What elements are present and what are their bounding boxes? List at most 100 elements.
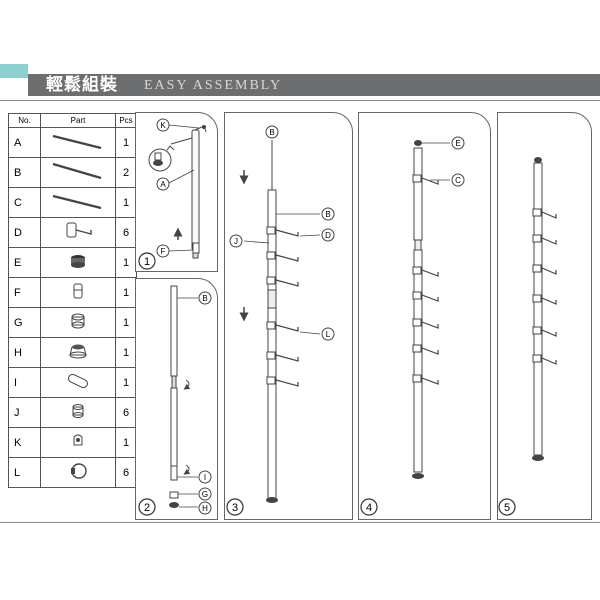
svg-text:B: B bbox=[325, 210, 330, 219]
hook-collar bbox=[412, 266, 422, 275]
hook-arms-group bbox=[266, 226, 299, 387]
hook-arm-icon bbox=[40, 217, 116, 248]
svg-text:B: B bbox=[269, 128, 274, 137]
hook-arm bbox=[275, 254, 299, 262]
callout-d: D bbox=[321, 228, 335, 242]
svg-text:H: H bbox=[202, 504, 208, 513]
svg-text:1: 1 bbox=[144, 256, 150, 268]
hook-arms-group bbox=[532, 208, 557, 365]
svg-text:L: L bbox=[326, 330, 331, 339]
step-5-panel bbox=[497, 112, 592, 520]
callout-b: B bbox=[321, 207, 335, 221]
hook-collar bbox=[266, 276, 276, 285]
hook-arm bbox=[541, 237, 557, 245]
nut-g bbox=[169, 491, 179, 499]
part-no: I bbox=[8, 367, 41, 398]
hook-collar bbox=[532, 264, 542, 273]
svg-text:E: E bbox=[455, 139, 460, 148]
svg-text:3: 3 bbox=[232, 502, 238, 514]
pole-segment-lower bbox=[267, 307, 277, 499]
step-number-1: 1 bbox=[138, 252, 156, 270]
step-number-5: 5 bbox=[498, 498, 516, 516]
hook-arm bbox=[541, 267, 557, 275]
hook-arm bbox=[275, 354, 299, 362]
hook-arm bbox=[421, 347, 439, 355]
hook-collar bbox=[532, 294, 542, 303]
hook-arm bbox=[275, 229, 299, 237]
hook-collar bbox=[532, 208, 542, 217]
hook-collar bbox=[266, 321, 276, 330]
long-pole-icon bbox=[40, 157, 116, 188]
step-1-diagram bbox=[148, 124, 207, 259]
part-no: L bbox=[8, 457, 41, 488]
hook-collar bbox=[532, 234, 542, 243]
callout-f: F bbox=[156, 244, 170, 258]
step-2-diagram bbox=[169, 285, 198, 508]
hook-collar bbox=[266, 376, 276, 385]
callout-h: H bbox=[198, 501, 212, 515]
hook-arm bbox=[275, 379, 299, 387]
hook-arms-group bbox=[412, 174, 439, 385]
hook-collar bbox=[412, 174, 422, 183]
step-4-diagram bbox=[412, 140, 450, 479]
svg-text:C: C bbox=[455, 176, 461, 185]
hook-arm bbox=[541, 297, 557, 305]
step-5-diagram bbox=[532, 157, 557, 461]
rotate-arrow-icon bbox=[183, 464, 191, 475]
hook-collar bbox=[412, 344, 422, 353]
svg-text:I: I bbox=[204, 473, 206, 482]
parts-table-header: No. Part Pcs bbox=[8, 113, 137, 128]
svg-text:J: J bbox=[234, 237, 238, 246]
callout-i: I bbox=[198, 470, 212, 484]
hook-arm bbox=[541, 357, 557, 365]
step-3-diagram bbox=[239, 140, 321, 503]
rotate-arrow-icon bbox=[183, 379, 191, 390]
callout-b: B bbox=[265, 125, 279, 139]
svg-text:D: D bbox=[325, 231, 331, 240]
hook-arm bbox=[541, 211, 557, 219]
hook-arm bbox=[541, 329, 557, 337]
svg-text:A: A bbox=[160, 180, 166, 189]
title-chinese: 輕鬆組裝 bbox=[46, 75, 118, 95]
pole-segment-upper bbox=[267, 189, 277, 291]
callout-a: A bbox=[156, 177, 170, 191]
hook-collar bbox=[412, 291, 422, 300]
hook-arm bbox=[421, 269, 439, 277]
part-no: D bbox=[8, 217, 41, 248]
hook-arm bbox=[421, 377, 439, 385]
pole-b-upper bbox=[170, 285, 178, 377]
end-cap-icon bbox=[40, 247, 116, 278]
hook-arm bbox=[421, 321, 439, 329]
svg-text:G: G bbox=[202, 490, 208, 499]
foot-pad bbox=[266, 497, 278, 503]
end-cap-e bbox=[414, 140, 422, 146]
hook-arm bbox=[421, 177, 439, 185]
detail-magnifier bbox=[148, 148, 172, 172]
pole-c bbox=[413, 147, 423, 241]
hook-collar bbox=[412, 318, 422, 327]
hook-arm bbox=[275, 324, 299, 332]
callout-g: G bbox=[198, 487, 212, 501]
pole-assembled bbox=[533, 162, 543, 456]
hook-arm bbox=[421, 294, 439, 302]
step-number-2: 2 bbox=[138, 498, 156, 516]
step-number-4: 4 bbox=[360, 498, 378, 516]
part-no: B bbox=[8, 157, 41, 188]
top-rule bbox=[0, 100, 600, 101]
pole-a bbox=[191, 129, 200, 251]
svg-text:K: K bbox=[160, 121, 166, 130]
callout-j: J bbox=[229, 234, 243, 248]
callout-c: C bbox=[451, 173, 465, 187]
hook-collar bbox=[266, 351, 276, 360]
hook-collar bbox=[532, 326, 542, 335]
hook-collar bbox=[266, 251, 276, 260]
foot-pad-icon bbox=[40, 337, 116, 368]
pole-b-lower bbox=[170, 387, 178, 467]
foot-h bbox=[169, 502, 179, 508]
